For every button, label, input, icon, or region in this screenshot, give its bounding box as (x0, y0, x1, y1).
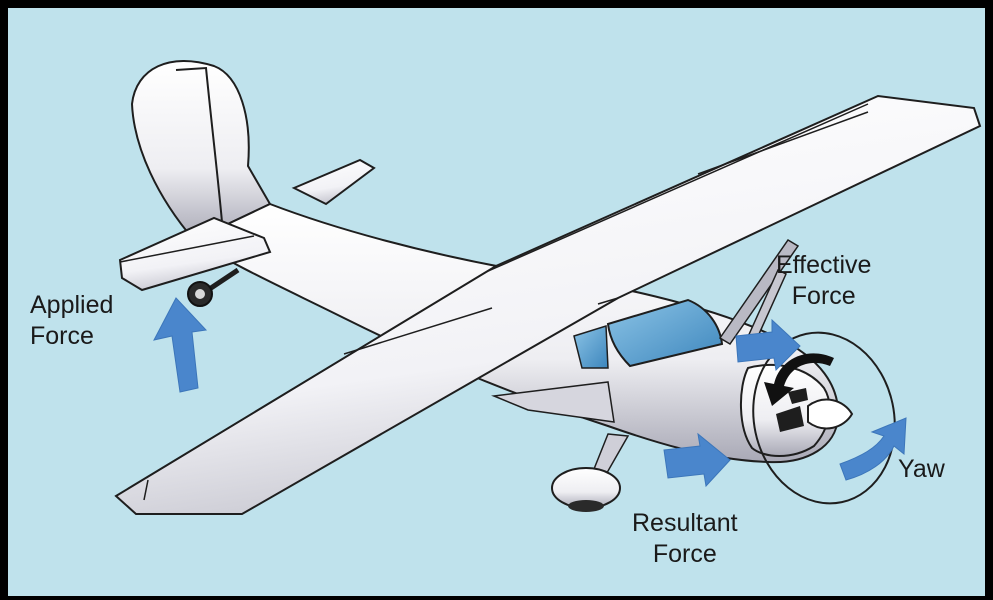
yaw-arrow-icon (839, 417, 907, 481)
effective-force-label: Effective Force (776, 250, 871, 312)
near-horizontal-stabilizer (118, 216, 272, 292)
nose-cowling (740, 364, 831, 457)
aircraft-diagram (8, 8, 985, 596)
applied-force-label: Applied Force (30, 290, 113, 352)
main-wing (114, 94, 982, 515)
far-horizontal-stabilizer (291, 158, 376, 206)
propeller-rotation-arrow-icon (764, 353, 834, 406)
effective-force-arrow-icon (735, 318, 801, 372)
effective-force-label-line2: Force (791, 282, 856, 310)
vertical-fin (130, 60, 272, 242)
applied-force-label-line1: Applied (30, 291, 114, 319)
resultant-force-label-line2: Force (652, 540, 717, 568)
applied-force-label-line2: Force (30, 322, 94, 350)
resultant-force-label: Resultant Force (632, 508, 738, 570)
cabin-window (606, 298, 724, 368)
resultant-force-label-line1: Resultant (632, 509, 738, 537)
propeller-spinner (807, 398, 854, 430)
applied-force-arrow-icon (153, 297, 208, 393)
effective-force-label-line1: Effective (776, 251, 872, 279)
propeller-disc (752, 331, 896, 505)
yaw-label: Yaw (898, 454, 945, 485)
resultant-force-arrow-icon (663, 432, 731, 488)
yaw-label-text: Yaw (898, 455, 945, 483)
wing-strut (718, 238, 800, 346)
